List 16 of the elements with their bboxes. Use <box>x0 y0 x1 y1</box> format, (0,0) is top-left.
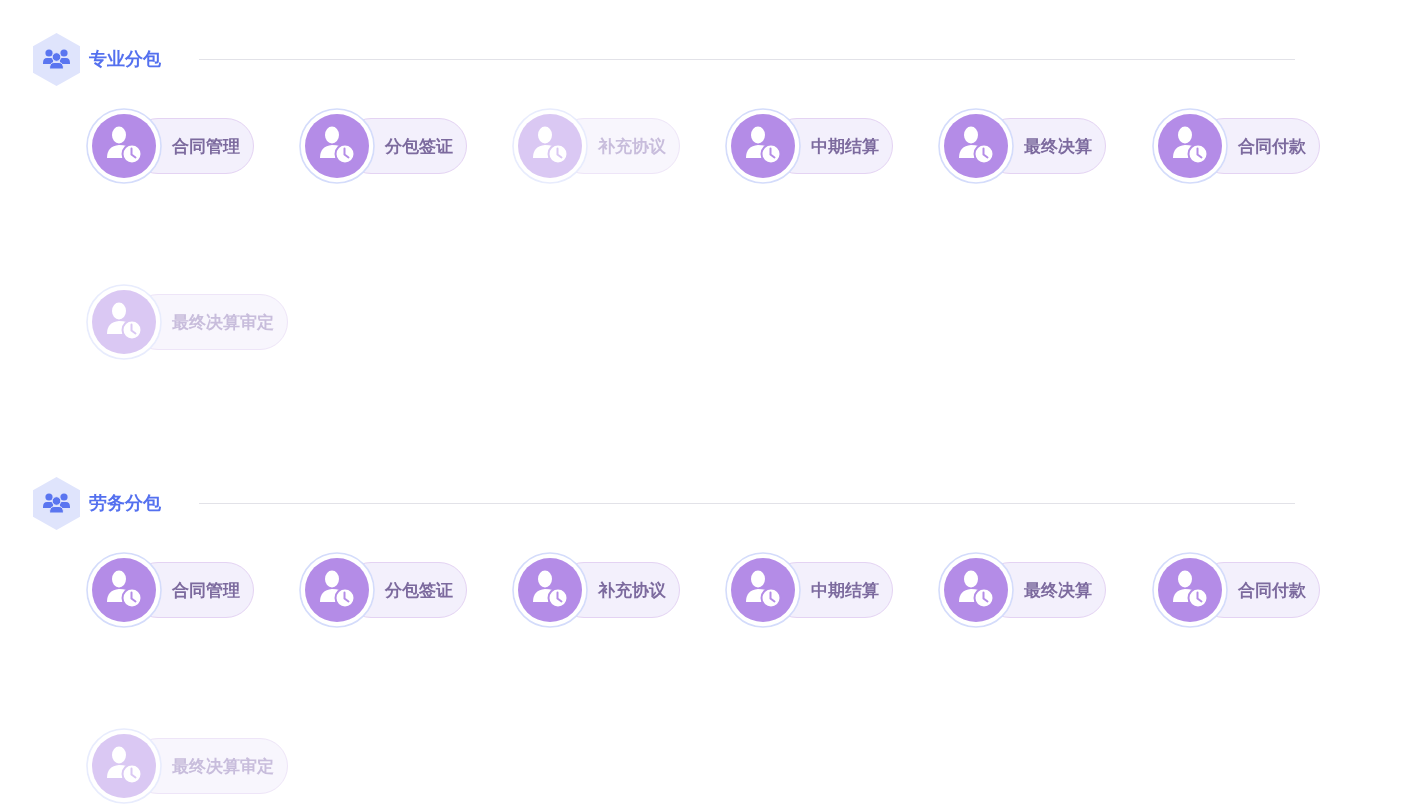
menu-button: 补充协议 <box>512 108 680 184</box>
menu-button: 最终决算 <box>938 552 1106 628</box>
section-heading: 劳务分包 <box>89 492 161 514</box>
menu-button: 分包签证 <box>299 108 467 184</box>
menu-button: 最终决算审定 <box>86 284 288 360</box>
menu-button: 最终决算 <box>938 108 1106 184</box>
menu-button: 补充协议 <box>512 552 680 628</box>
menu-button: 合同管理 <box>86 552 254 628</box>
menu-button: 合同付款 <box>1152 552 1320 628</box>
menu-button: 分包签证 <box>299 552 467 628</box>
section-heading: 专业分包 <box>89 48 161 70</box>
menu-button: 最终决算审定 <box>86 728 288 804</box>
menu-button: 中期结算 <box>725 552 893 628</box>
menu-button: 中期结算 <box>725 108 893 184</box>
menu-button: 合同付款 <box>1152 108 1320 184</box>
menu-button: 合同管理 <box>86 108 254 184</box>
